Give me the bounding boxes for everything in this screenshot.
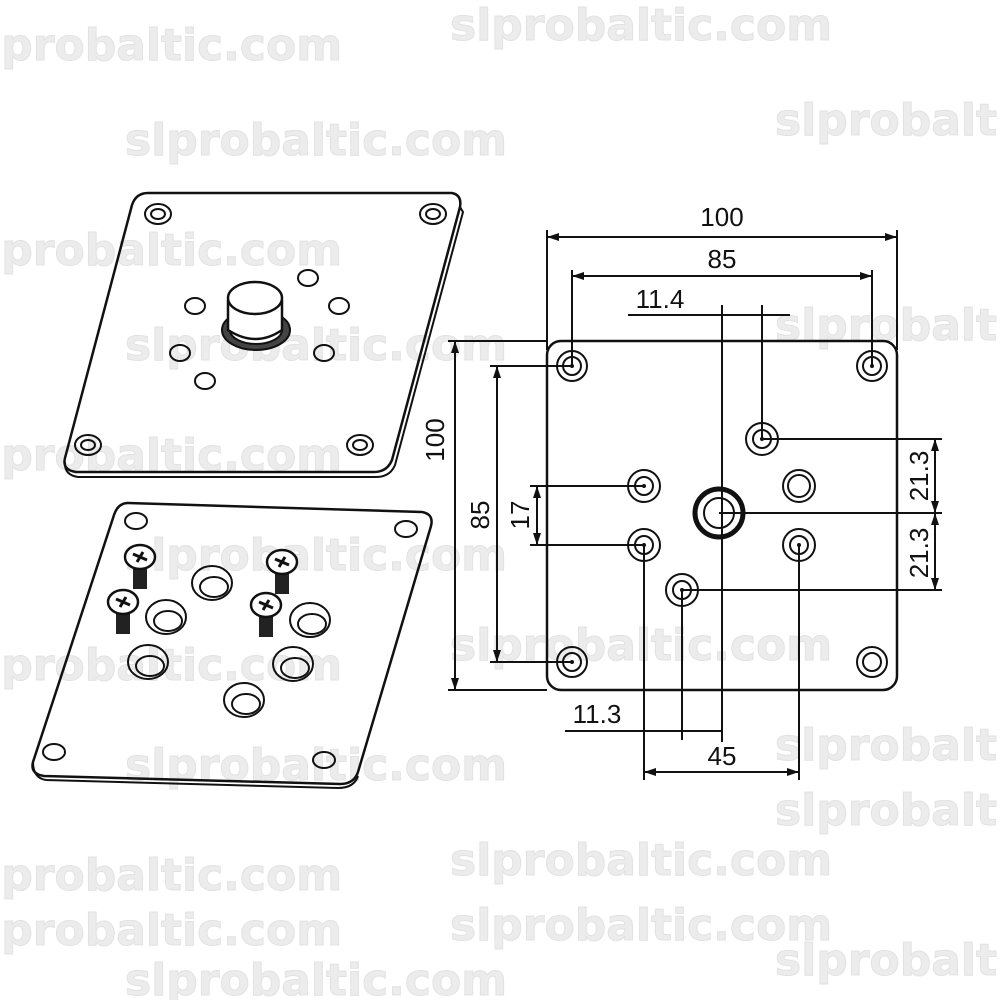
watermark: slprobaltic.com <box>775 300 1000 351</box>
watermark: slprobaltic.com <box>450 835 832 886</box>
watermark: slprobaltic.com <box>125 320 507 371</box>
screws <box>106 543 299 637</box>
dim-spacing-17: 17 <box>505 501 535 530</box>
dim-height-100: 100 <box>420 418 450 461</box>
dim-offset-11-4: 11.4 <box>636 284 685 314</box>
dim-offset-11-3: 11.3 <box>573 699 622 729</box>
watermark: slprobaltic.com <box>450 900 832 951</box>
dim-hole-spacing-85: 85 <box>708 244 737 274</box>
watermark: slprobaltic.com <box>775 95 1000 146</box>
watermark: slprobaltic.com <box>125 530 507 581</box>
watermark: slprobaltic.com <box>0 430 342 481</box>
watermark: slprobaltic.com <box>0 905 342 956</box>
dimension-arrows <box>451 233 939 776</box>
isometric-plate-top <box>63 191 465 478</box>
watermark: slprobaltic.com <box>125 955 507 1000</box>
watermark: slprobaltic.com <box>775 935 1000 986</box>
dim-height-85: 85 <box>465 501 495 530</box>
watermark: slprobaltic.com <box>775 785 1000 836</box>
watermark: slprobaltic.com <box>0 20 342 71</box>
watermark: slprobaltic.com <box>0 225 342 276</box>
watermark: slprobaltic.com <box>450 0 832 51</box>
watermark: slprobaltic.com <box>775 720 1000 771</box>
isometric-plate-bottom <box>31 501 433 790</box>
watermark: slprobaltic.com <box>125 115 507 166</box>
watermark: slprobaltic.com <box>0 850 342 901</box>
shaft <box>221 280 291 351</box>
dim-spacing-45: 45 <box>708 741 737 771</box>
dim-upper-21-3: 21.3 <box>904 451 934 502</box>
watermark: slprobaltic.com <box>0 640 342 691</box>
watermark: slprobaltic.com <box>450 620 832 671</box>
dim-width-100: 100 <box>700 202 743 232</box>
dim-lower-21-3: 21.3 <box>904 528 934 579</box>
dimension-lines <box>448 230 942 780</box>
